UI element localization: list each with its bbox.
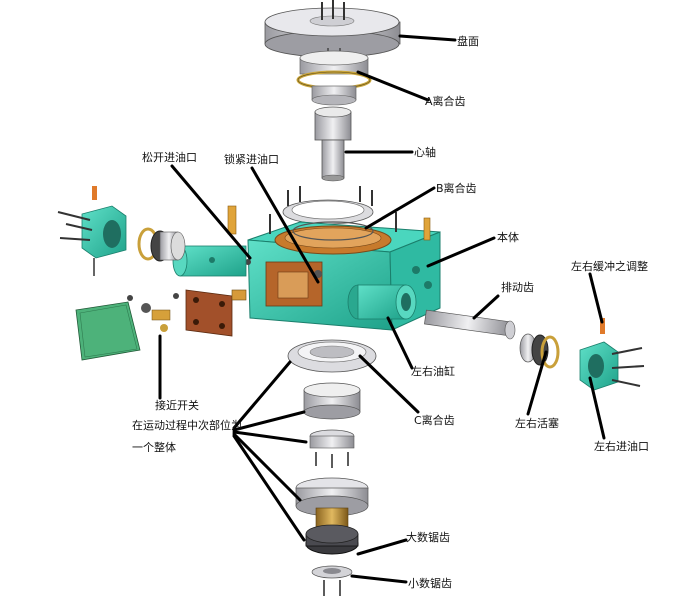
label-note-line2: 一个整体 xyxy=(132,441,176,454)
core-shaft xyxy=(314,106,352,182)
large-serration-gear xyxy=(305,507,359,555)
label-proximity-switch: 接近开关 xyxy=(155,399,199,412)
label-row-gear: 排动齿 xyxy=(501,281,534,294)
label-note-line1: 在运动过程中次部位为 xyxy=(132,419,242,432)
label-faceplate: 盘面 xyxy=(457,35,479,48)
a-clutch-ring xyxy=(296,50,372,106)
lower-gear-housing xyxy=(295,477,369,517)
label-a-clutch: A离合齿 xyxy=(425,95,466,108)
main-body-block xyxy=(227,205,441,331)
label-lock-inlet: 锁紧进油口 xyxy=(224,153,279,166)
green-cover-plate xyxy=(75,301,141,361)
label-large-serration: 大数锯齿 xyxy=(406,531,450,544)
row-gear-rod xyxy=(424,309,516,340)
leader-lines xyxy=(158,34,606,584)
faceplate-disc xyxy=(264,0,401,58)
c-clutch-ring xyxy=(287,339,377,373)
right-piston-seals xyxy=(519,333,560,369)
label-body: 本体 xyxy=(497,231,519,244)
b-clutch-ring xyxy=(282,186,374,225)
label-buffer-adjust: 左右缓冲之调整 xyxy=(571,260,648,273)
left-piston-seals xyxy=(137,227,186,262)
label-core-shaft: 心轴 xyxy=(414,146,436,159)
small-serration-gear xyxy=(311,565,353,596)
label-release-inlet: 松开进油口 xyxy=(142,151,197,164)
proximity-switch-parts xyxy=(127,293,179,332)
label-lr-cylinder: 左右油缸 xyxy=(411,365,455,378)
label-lr-inlet: 左右进油口 xyxy=(594,440,649,453)
lower-ring-2 xyxy=(309,429,355,468)
brown-valve-plate xyxy=(185,289,247,337)
lower-ring-1 xyxy=(303,382,361,420)
left-end-cap xyxy=(57,186,127,276)
label-c-clutch: C离合齿 xyxy=(414,414,455,427)
label-lr-piston: 左右活塞 xyxy=(515,417,559,430)
label-b-clutch: B离合齿 xyxy=(436,182,477,195)
label-small-serration: 小数锯齿 xyxy=(408,577,452,590)
